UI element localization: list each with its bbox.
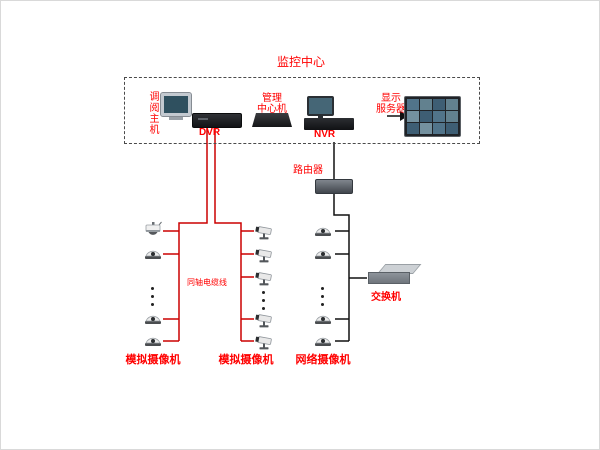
dome-camera-icon [314,337,332,347]
camera-group-label-analog-2: 模拟摄像机 [218,354,274,366]
router-label: 路由器 [293,165,323,176]
mgmt-label: 管理 中心机 [257,93,287,115]
dome-camera-icon [144,315,162,325]
network-wires [333,115,400,342]
nvr-monitor-icon [307,96,334,116]
dome-camera-icon [144,337,162,347]
switch-label: 交换机 [371,292,401,303]
bullet-camera-icon [254,271,273,286]
bullet-camera-icon [254,313,273,328]
dvr-label: DVR [199,127,221,138]
video-wall-icon [404,96,461,137]
diagram-title: 监控中心 [276,55,325,69]
ellipsis-dots [262,291,265,315]
nvr-label: NVR [314,129,336,140]
switch-icon [367,264,422,285]
camera-group-label-network: 网络摄像机 [295,354,351,366]
host-monitor-icon [160,92,192,120]
dvr-icon [192,113,242,128]
analog-wires [163,125,254,342]
bullet-camera-icon [254,248,273,263]
display-server-label: 显示 服务器 [376,93,406,115]
dome-camera-icon [314,250,332,260]
coax-cable-label: 同轴电缆线 [187,278,227,287]
management-server-icon [252,113,292,127]
host-label: 调阅主机 [147,91,158,135]
nvr-monitor-stand [318,115,323,118]
monitoring-center-box [124,77,480,144]
router-icon [315,179,353,194]
ellipsis-dots [151,287,154,311]
dome-camera-icon [314,227,332,237]
ellipsis-dots [321,287,324,311]
camera-group-label-analog-1: 模拟摄像机 [125,354,181,366]
dome-camera-icon [144,250,162,260]
ptz-camera-icon [145,221,162,236]
bullet-camera-icon [254,225,273,240]
nvr-icon [304,118,354,130]
dome-camera-icon [314,315,332,325]
bullet-camera-icon [254,335,273,350]
